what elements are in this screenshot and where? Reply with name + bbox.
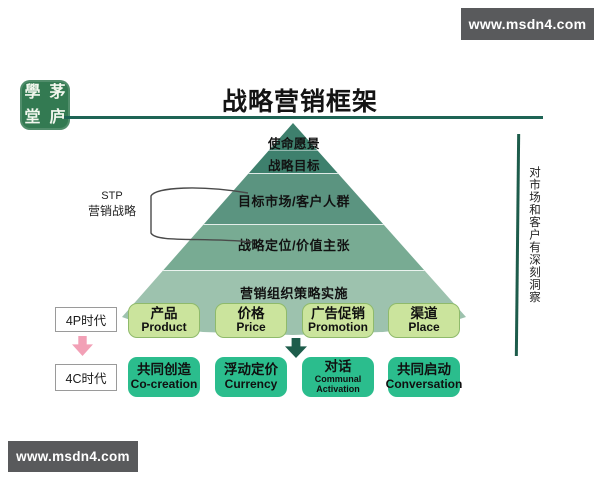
card-en-label: Co-creation <box>130 376 198 391</box>
card-4c-communal-activation: 对话 Communal Activation <box>302 357 374 397</box>
card-en-label: Price <box>236 320 266 335</box>
card-4c-currency: 浮动定价 Currency <box>215 357 287 397</box>
title-underline <box>64 116 543 119</box>
card-cn-label: 共同创造 <box>137 362 191 378</box>
card-cn-label: 价格 <box>237 305 265 321</box>
pyramid-level-positioning: 战略定位/价值主张 <box>237 238 351 253</box>
card-en-label: Communal Activation <box>314 373 362 394</box>
watermark-top-text: www.msdn4.com <box>468 16 587 32</box>
era-4p-box: 4P时代 <box>55 307 117 332</box>
card-en-label: Conversation <box>385 376 463 391</box>
card-4p-place: 渠道 Place <box>388 303 460 338</box>
watermark-top: www.msdn4.com <box>461 8 594 40</box>
card-4c-conversation: 共同启动 Conversation <box>385 357 463 397</box>
card-cn-label: 产品 <box>150 305 178 321</box>
insight-note: 对市场和客户有深刻洞察 <box>528 166 540 304</box>
era-4c-label: 4C时代 <box>65 372 107 386</box>
pyramid-level-target-market: 目标市场/客户人群 <box>237 194 351 209</box>
era-4p-label: 4P时代 <box>65 314 107 328</box>
page-title: 战略营销框架 <box>221 88 378 116</box>
card-en-label: Promotion <box>308 320 368 335</box>
card-cn-label: 广告促销 <box>311 305 365 321</box>
insight-divider-line <box>514 133 520 357</box>
card-4p-product: 产品 Product <box>128 303 200 338</box>
card-4p-price: 价格 Price <box>215 303 287 338</box>
card-cn-label: 对话 <box>324 359 352 375</box>
stp-bracket <box>150 187 253 243</box>
seal-char-bottom-left: 堂 <box>24 108 41 126</box>
pyramid-level-execution: 营销组织策略实施 <box>239 286 348 301</box>
stp-abbr: STP <box>101 190 123 202</box>
watermark-bottom-text: www.msdn4.com <box>16 449 130 464</box>
down-arrow-pink-icon <box>72 336 93 356</box>
stp-label: 营销战略 <box>87 204 136 218</box>
watermark-bottom: www.msdn4.com <box>8 441 138 472</box>
era-4c-box: 4C时代 <box>55 364 117 391</box>
card-cn-label: 渠道 <box>410 305 438 321</box>
card-4p-promotion: 广告促销 Promotion <box>302 303 374 338</box>
down-arrow-dark-icon <box>285 338 307 358</box>
stp-callout: STP 营销战略 <box>78 189 146 219</box>
card-en-label: Currency <box>224 376 278 391</box>
seal-char-bottom-right: 庐 <box>49 108 66 126</box>
pyramid-level-goals: 战略目标 <box>267 159 320 173</box>
card-cn-label: 浮动定价 <box>224 362 278 378</box>
card-en-label: Place <box>408 320 440 335</box>
seal-char-top-right: 茅 <box>49 83 66 101</box>
pyramid-level-mission: 使命愿景 <box>267 137 320 151</box>
seal-logo-icon: 學 茅 堂 庐 <box>20 80 70 130</box>
card-cn-label: 共同启动 <box>397 362 451 378</box>
card-en-label: Product <box>141 320 187 335</box>
card-4c-cocreation: 共同创造 Co-creation <box>128 357 200 397</box>
seal-char-top-left: 學 <box>24 83 41 101</box>
